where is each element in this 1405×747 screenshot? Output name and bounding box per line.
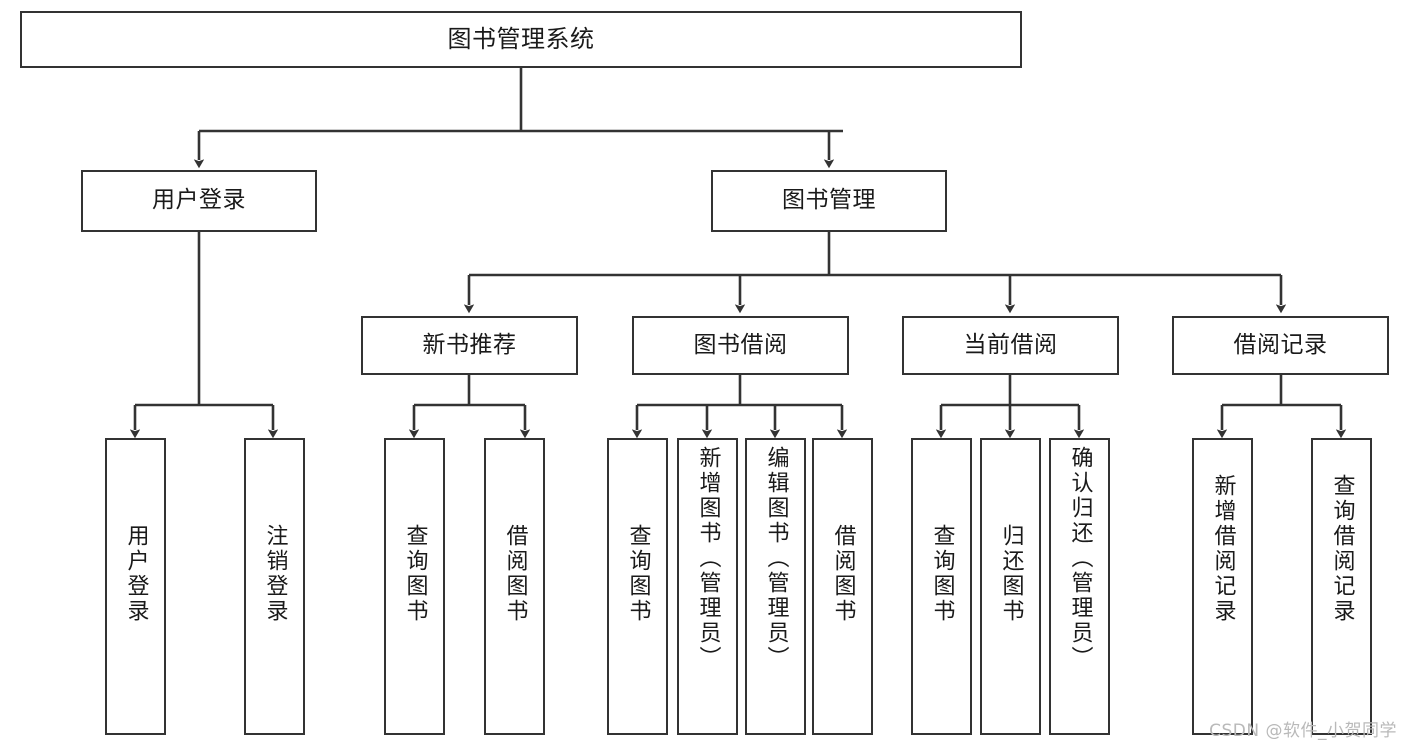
node-label: 用户登录	[152, 187, 246, 214]
leaf-query-book-3[interactable]: 查询图书	[911, 438, 972, 735]
node-book-manage[interactable]: 图书管理	[711, 170, 947, 232]
leaf-query-book-1[interactable]: 查询图书	[384, 438, 445, 735]
node-label: 确认归还（管理员）	[1067, 446, 1093, 671]
leaf-add-book[interactable]: 新增图书（管理员）	[677, 438, 738, 735]
node-label: 注销登录	[262, 524, 288, 624]
leaf-borrow-book-2[interactable]: 借阅图书	[812, 438, 873, 735]
node-label: 图书管理	[782, 187, 876, 214]
leaf-return-book[interactable]: 归还图书	[980, 438, 1041, 735]
node-borrow-record[interactable]: 借阅记录	[1172, 316, 1389, 375]
node-root-system[interactable]: 图书管理系统	[20, 11, 1022, 68]
node-label: 新增图书（管理员）	[695, 446, 721, 671]
node-label: 借阅图书	[502, 524, 528, 624]
node-label: 图书管理系统	[447, 25, 595, 54]
leaf-add-record[interactable]: 新增借阅记录	[1192, 438, 1253, 735]
node-label: 编辑图书（管理员）	[763, 446, 789, 671]
watermark: CSDN @软件_小贺同学	[1209, 721, 1397, 741]
node-new-book-rec[interactable]: 新书推荐	[361, 316, 578, 375]
node-label: 借阅图书	[830, 524, 856, 624]
node-label: 当前借阅	[963, 331, 1058, 358]
node-book-borrow[interactable]: 图书借阅	[632, 316, 849, 375]
leaf-query-record[interactable]: 查询借阅记录	[1311, 438, 1372, 735]
leaf-confirm-return[interactable]: 确认归还（管理员）	[1049, 438, 1110, 735]
node-label: 新书推荐	[422, 331, 517, 358]
node-user-login[interactable]: 用户登录	[81, 170, 317, 232]
node-label: 归还图书	[998, 524, 1024, 624]
node-label: 用户登录	[123, 524, 149, 624]
node-label: 查询图书	[402, 524, 428, 624]
node-current-borrow[interactable]: 当前借阅	[902, 316, 1119, 375]
node-label: 新增借阅记录	[1210, 474, 1236, 624]
node-label: 图书借阅	[693, 331, 788, 358]
node-label: 查询借阅记录	[1329, 474, 1355, 624]
leaf-borrow-book-1[interactable]: 借阅图书	[484, 438, 545, 735]
node-label: 查询图书	[929, 524, 955, 624]
node-label: 借阅记录	[1233, 331, 1328, 358]
leaf-query-book-2[interactable]: 查询图书	[607, 438, 668, 735]
node-label: 查询图书	[625, 524, 651, 624]
leaf-user-login[interactable]: 用户登录	[105, 438, 166, 735]
leaf-logout-login[interactable]: 注销登录	[244, 438, 305, 735]
leaf-edit-book[interactable]: 编辑图书（管理员）	[745, 438, 806, 735]
